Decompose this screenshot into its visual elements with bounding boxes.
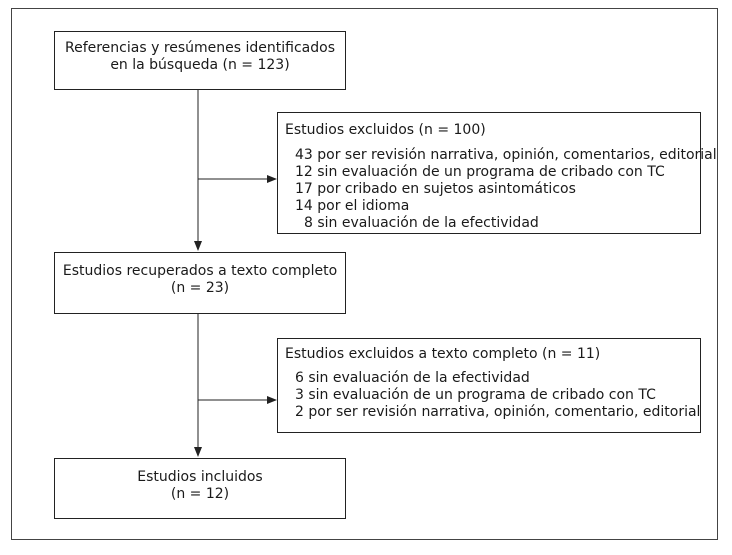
excluded1-item: 8 sin evaluación de la efectividad	[304, 215, 539, 231]
diagram-frame	[11, 8, 718, 540]
excluded2-title: Estudios excluidos a texto completo (n =…	[285, 346, 601, 362]
excluded1-item: 17 por cribado en sujetos asintomáticos	[295, 181, 576, 197]
excluded2-item: 6 sin evaluación de la efectividad	[295, 370, 530, 386]
box-excluded1: Estudios excluidos (n = 100) 43 por ser …	[277, 112, 717, 234]
retrieved-line2: (n = 23)	[170, 280, 230, 296]
excluded1-item: 12 sin evaluación de un programa de crib…	[295, 164, 665, 180]
included-line1: Estudios incluidos	[137, 469, 263, 485]
included-line2: (n = 12)	[170, 486, 230, 502]
box-excluded2: Estudios excluidos a texto completo (n =…	[277, 338, 701, 433]
box-included: Estudios incluidos (n = 12)	[54, 458, 346, 519]
box-identified: Referencias y resúmenes identificados en…	[54, 31, 346, 90]
identified-line1: Referencias y resúmenes identificados	[64, 40, 336, 56]
box-retrieved: Estudios recuperados a texto completo (n…	[54, 252, 346, 314]
excluded2-item: 2 por ser revisión narrativa, opinión, c…	[295, 404, 701, 420]
identified-line2: en la búsqueda (n = 123)	[110, 57, 290, 73]
excluded1-title: Estudios excluidos (n = 100)	[285, 122, 486, 138]
excluded1-item: 14 por el idioma	[295, 198, 410, 214]
retrieved-line1: Estudios recuperados a texto completo	[62, 263, 338, 279]
excluded2-item: 3 sin evaluación de un programa de criba…	[295, 387, 656, 403]
excluded1-item: 43 por ser revisión narrativa, opinión, …	[295, 147, 717, 163]
